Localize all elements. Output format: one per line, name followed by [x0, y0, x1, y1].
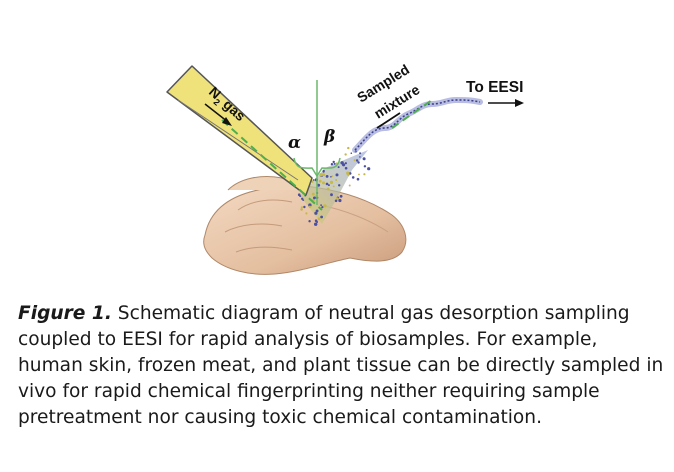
- plume-particle: [331, 175, 334, 178]
- plume-particle: [332, 160, 335, 164]
- plume-particle: [348, 172, 352, 175]
- schematic-diagram: N2 gas α β Sampled mixture To EESI: [166, 61, 524, 275]
- plume-particle: [325, 175, 329, 178]
- plume-particle: [308, 203, 312, 207]
- plume-particle: [316, 221, 319, 223]
- plume-particle: [344, 166, 348, 170]
- plume-particle: [363, 165, 367, 168]
- plume-particle: [323, 204, 327, 208]
- eesi-arrow: [488, 99, 524, 107]
- plume-particle: [355, 159, 359, 162]
- plume-particle: [357, 161, 360, 164]
- plume-particle: [353, 159, 356, 162]
- sample-arrow: [376, 112, 401, 129]
- n2-gas-tube: [166, 65, 313, 196]
- caption-text: Schematic diagram of neutral gas desorpt…: [18, 303, 664, 428]
- plume-particle: [322, 173, 326, 177]
- plume-particle: [302, 199, 305, 202]
- transfer-line: [352, 96, 483, 153]
- beta-label: β: [323, 127, 335, 147]
- plume-particle: [299, 195, 302, 198]
- plume-particle: [339, 194, 343, 198]
- plume-particle: [320, 215, 323, 219]
- plume-particle: [300, 208, 303, 211]
- alpha-label: α: [288, 133, 301, 153]
- plume-particle: [325, 182, 329, 186]
- plume-particle: [337, 166, 340, 169]
- plume-particle: [303, 205, 306, 209]
- plume-particle: [315, 209, 319, 213]
- plume-particle: [326, 187, 330, 191]
- plume-particle: [344, 162, 347, 165]
- plume-particle: [320, 204, 322, 207]
- plume-particle: [358, 173, 360, 176]
- figure-label: Figure 1.: [18, 303, 112, 324]
- plume-particle: [348, 184, 351, 187]
- plume-particle: [367, 167, 371, 171]
- plume-particle: [318, 179, 322, 183]
- to-eesi-label: To EESI: [466, 79, 523, 96]
- plume-particle: [314, 211, 318, 215]
- plume-particle: [363, 158, 366, 161]
- plume-particle: [322, 181, 325, 185]
- plume-particle: [335, 179, 338, 181]
- plume-particle: [311, 192, 315, 196]
- plume-particle: [321, 206, 324, 209]
- plume-particle: [351, 176, 355, 179]
- plume-particle: [334, 199, 338, 203]
- plume-particle: [330, 176, 332, 178]
- gas-flow-line-upper: [391, 99, 433, 129]
- plume-particle: [333, 162, 336, 165]
- plume-particle: [335, 173, 339, 177]
- plume-particle: [317, 183, 321, 187]
- plume-particle: [330, 193, 333, 197]
- plume-particle: [300, 206, 303, 209]
- figure-caption: Figure 1. Schematic diagram of neutral g…: [18, 301, 668, 431]
- plume-particle: [359, 156, 361, 158]
- plume-particle: [347, 146, 350, 150]
- plume-particle: [329, 180, 334, 184]
- flow-arrow: [204, 103, 232, 126]
- plume-particle: [327, 184, 330, 187]
- angle-brace: [293, 157, 341, 178]
- plume-particle: [338, 184, 341, 187]
- plume-particle: [305, 212, 308, 215]
- plume-particle: [319, 173, 323, 177]
- plume-particle: [308, 205, 312, 208]
- plume-particle: [322, 170, 325, 173]
- plume-particle: [338, 198, 342, 203]
- plume-particle: [336, 197, 339, 201]
- plume-particle: [344, 153, 347, 156]
- plume-particle: [312, 179, 315, 181]
- plume-particle: [346, 171, 350, 175]
- plume-particle: [332, 185, 335, 188]
- plume-particle: [313, 196, 316, 199]
- plume-particle: [359, 152, 362, 155]
- plume-particle: [330, 163, 334, 166]
- plume-particle: [308, 220, 311, 223]
- plume-particle: [314, 222, 318, 226]
- plume-particle: [356, 177, 360, 181]
- plume-particle: [317, 217, 321, 221]
- plume-particle: [342, 163, 346, 167]
- plume-particle: [350, 152, 353, 154]
- gas-flow-line: [221, 119, 323, 211]
- plume-particle: [363, 173, 366, 176]
